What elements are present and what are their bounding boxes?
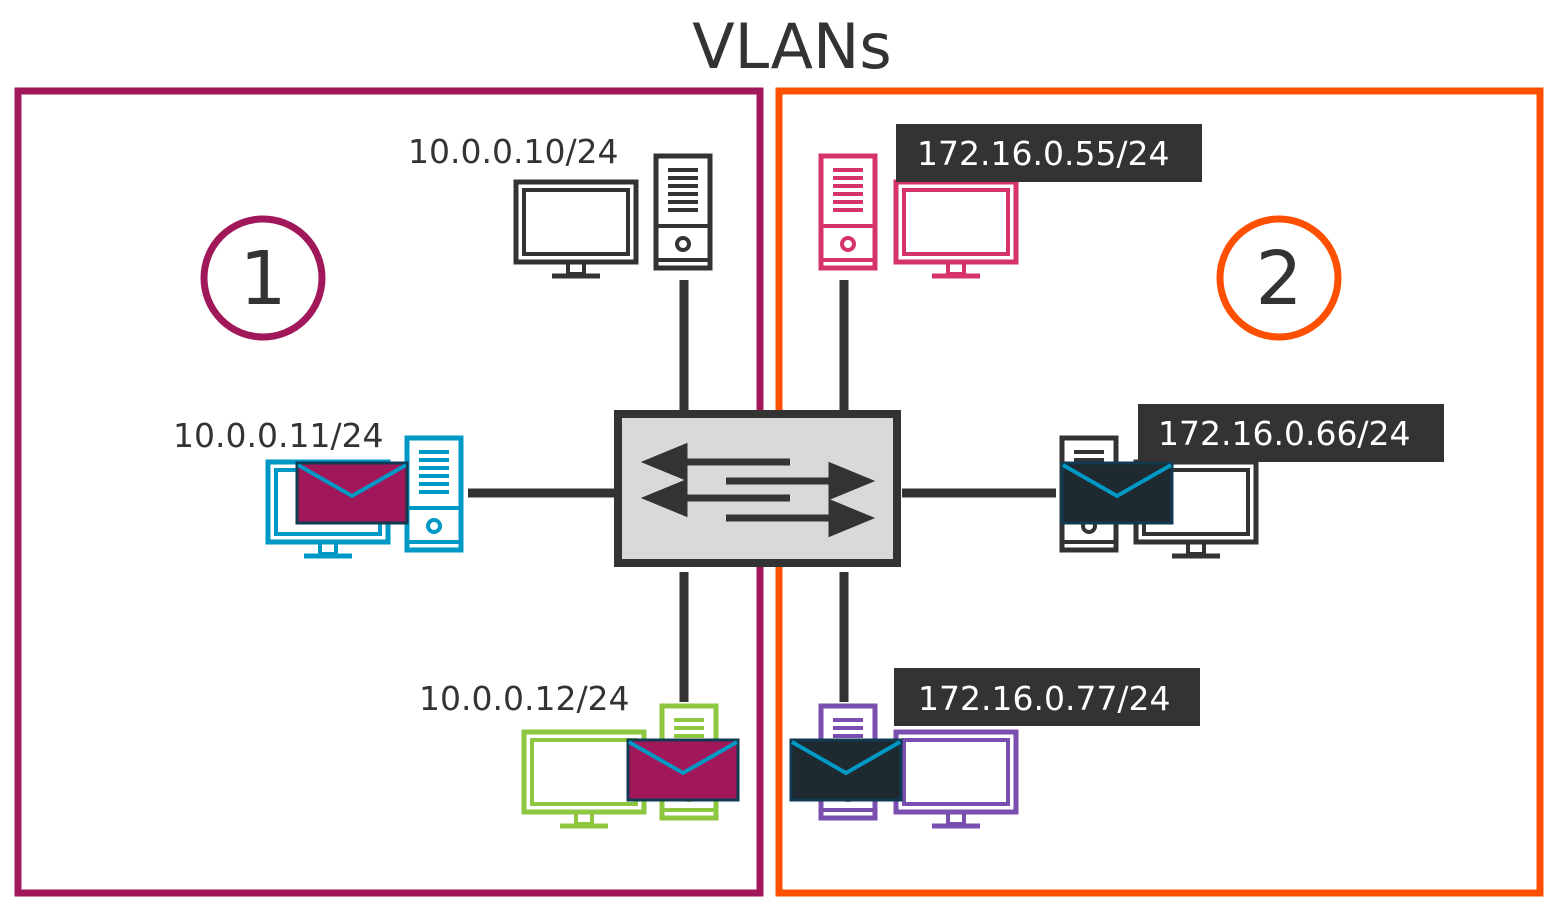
host-10-0-0-11: 10.0.0.11/24 <box>173 416 461 556</box>
tower-computer-icon <box>821 156 875 268</box>
host-10-0-0-12: 10.0.0.12/24 <box>419 679 740 826</box>
tower-computer-icon <box>407 438 461 550</box>
ip-label-background <box>896 124 1202 182</box>
desktop-computer-icon <box>524 732 644 826</box>
host-172-16-0-55: 172.16.0.55/24 <box>821 124 1202 276</box>
ip-label-background <box>1138 404 1444 462</box>
host-10-0-0-10: 10.0.0.10/24 <box>408 132 710 276</box>
desktop-computer-icon <box>516 182 636 276</box>
envelope-icon <box>789 738 903 802</box>
vlan-1-badge: 1 <box>200 215 326 341</box>
host-ip-label: 10.0.0.10/24 <box>408 132 619 171</box>
envelope-icon <box>626 738 740 802</box>
host-172-16-0-77: 172.16.0.77/24 <box>789 668 1200 826</box>
diagram-title: VLANs <box>692 10 891 83</box>
host-ip-label: 172.16.0.55/24 <box>917 134 1170 173</box>
host-172-16-0-66: 172.16.0.66/24 <box>1062 404 1444 556</box>
host-ip-label: 10.0.0.11/24 <box>173 416 384 455</box>
host-ip-label: 172.16.0.77/24 <box>918 679 1171 718</box>
network-switch-icon <box>614 410 901 567</box>
vlan-1-number: 1 <box>239 236 286 322</box>
vlan-2-badge: 2 <box>1216 215 1342 341</box>
ip-label-background <box>894 668 1200 726</box>
tower-computer-icon <box>656 156 710 268</box>
vlan-2-number: 2 <box>1255 236 1302 322</box>
host-ip-label: 10.0.0.12/24 <box>419 679 630 718</box>
envelope-icon <box>1060 461 1174 525</box>
desktop-computer-icon <box>896 182 1016 276</box>
desktop-computer-icon <box>896 732 1016 826</box>
connection-lines <box>468 280 1056 702</box>
host-ip-label: 172.16.0.66/24 <box>1158 414 1411 453</box>
envelope-icon <box>295 461 409 525</box>
